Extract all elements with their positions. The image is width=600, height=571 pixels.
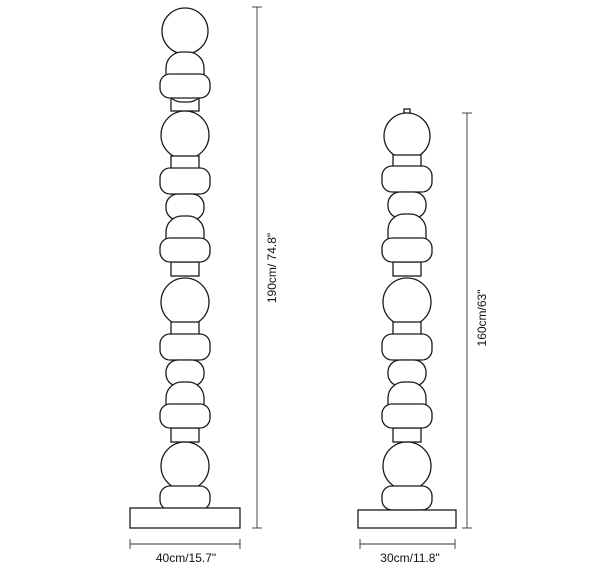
tall-lamp-width-label: 40cm/15.7" (156, 551, 216, 565)
tall-lamp-ring (159, 73, 211, 99)
tall-lamp-collar (170, 261, 200, 277)
short-lamp-collar (392, 427, 422, 443)
short-lamp-width-label: 30cm/11.8" (380, 551, 439, 565)
tall-lamp-globe-top (161, 7, 209, 55)
tall-lamp-base-plate (129, 507, 241, 529)
tall-lamp-collar (170, 427, 200, 443)
short-lamp-height-dimension: 160cm/63" (462, 112, 489, 529)
short-lamp-ring (381, 333, 433, 361)
tall-lamp-bottom-ring (159, 485, 211, 511)
short-lamp-width-dimension: 30cm/11.8" (359, 539, 456, 565)
short-lamp-drawing (357, 108, 457, 529)
tall-lamp-ring (159, 237, 211, 263)
tall-lamp-ring (159, 167, 211, 195)
tall-lamp-height-label: 190cm/ 74.8" (265, 233, 279, 303)
short-lamp-globe-bottom (382, 441, 432, 491)
tall-lamp-globe-bottom (160, 441, 210, 491)
tall-lamp-height-dimension: 190cm/ 74.8" (252, 6, 279, 529)
short-lamp-height-label: 160cm/63" (475, 290, 489, 347)
tall-lamp-drawing (129, 7, 241, 529)
short-lamp-bottom-ring (381, 485, 433, 511)
tall-lamp-ring (159, 403, 211, 429)
short-lamp-collar (392, 261, 422, 277)
tall-lamp-width-dimension: 40cm/15.7" (129, 539, 241, 565)
tall-lamp-ring (159, 333, 211, 361)
short-lamp-ring (381, 237, 433, 263)
short-lamp-globe (382, 277, 432, 327)
short-lamp-base-plate (357, 509, 457, 529)
short-lamp-ring (381, 403, 433, 429)
short-lamp-globe-top (383, 112, 431, 160)
tall-lamp-globe (160, 110, 210, 160)
short-lamp-ring (381, 165, 433, 193)
tall-lamp-globe (160, 277, 210, 327)
